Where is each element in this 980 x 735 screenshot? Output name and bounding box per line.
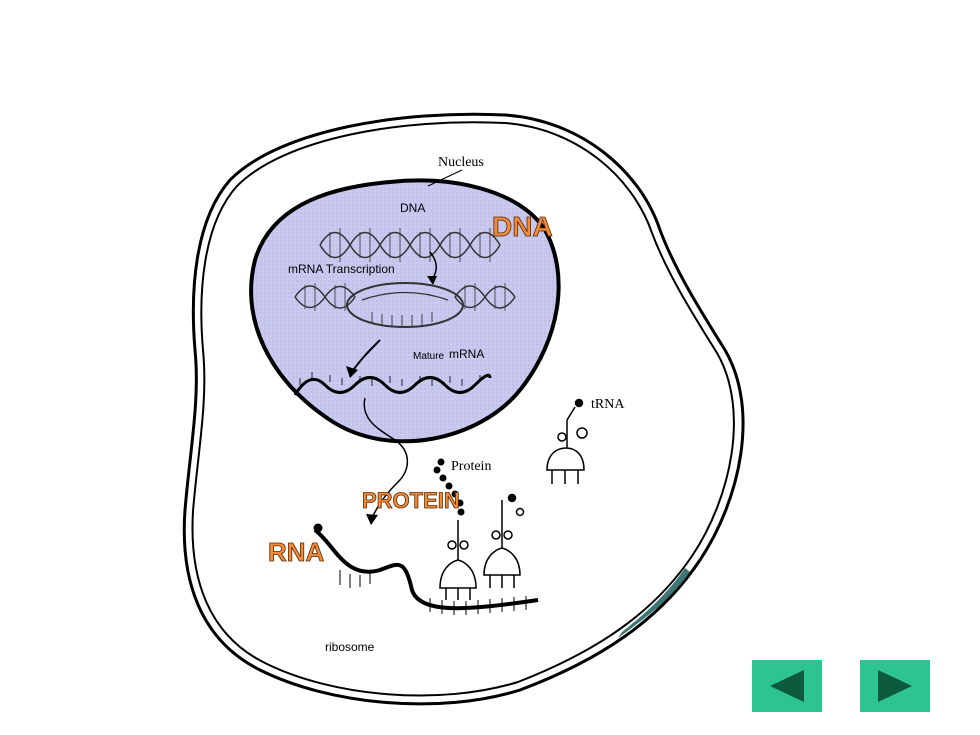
mrna-export-path <box>363 397 409 525</box>
trna-ribosome-1 <box>439 520 477 600</box>
trna-ribosome-2 <box>483 493 525 588</box>
dna-big-label: DNA <box>492 211 553 242</box>
protein-chain <box>433 458 465 516</box>
triangle-right-icon <box>860 660 930 712</box>
membrane-smudge <box>618 568 690 638</box>
nucleus <box>249 178 561 444</box>
mrna-arrow <box>346 339 381 378</box>
protein-small-label: Protein <box>451 459 491 474</box>
mature-mrna-strand <box>293 372 492 396</box>
next-slide-button[interactable] <box>860 660 930 712</box>
previous-slide-button[interactable] <box>752 660 822 712</box>
transcription-label: mRNA Transcription <box>288 262 395 276</box>
nucleus-leader-line <box>427 169 463 187</box>
trna-label: tRNA <box>591 397 625 412</box>
ribosome-label: ribosome <box>325 640 375 654</box>
triangle-left-icon <box>752 660 822 712</box>
dna-helix <box>319 228 501 262</box>
ribosome-mrna-strand <box>313 523 539 615</box>
transcription-bubble <box>294 282 516 328</box>
nucleus-label: Nucleus <box>438 155 484 170</box>
dna-small-label: DNA <box>400 201 425 215</box>
transcription-arrow <box>427 251 437 285</box>
cell-membrane <box>182 112 745 706</box>
mature-prefix-label: Mature <box>413 351 445 362</box>
free-trna <box>546 398 588 484</box>
rna-big-label: RNA <box>268 537 325 567</box>
mature-mrna-label: mRNA <box>449 347 484 361</box>
protein-big-label: PROTEIN <box>362 488 460 513</box>
